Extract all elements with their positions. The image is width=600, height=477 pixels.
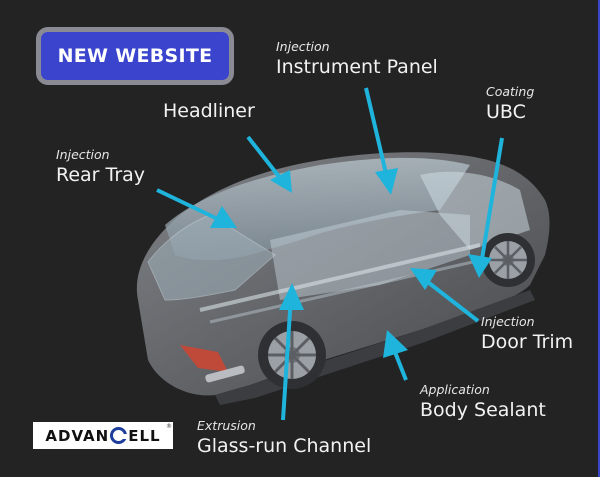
new-website-label: NEW WEBSITE (57, 45, 213, 67)
label-rear-tray: Injection Rear Tray (56, 147, 145, 187)
process-text: Injection (276, 39, 330, 54)
part-text: Body Sealant (420, 399, 546, 421)
label-ubc: Coating UBC (486, 84, 534, 124)
part-text: Glass-run Channel (197, 435, 372, 457)
part-text: UBC (486, 101, 526, 123)
logo-text-left: ADVAN (45, 426, 110, 445)
label-body-sealant: Application Body Sealant (420, 382, 546, 422)
car-body (136, 152, 550, 405)
registered-mark: ® (166, 423, 172, 430)
part-text: Instrument Panel (276, 56, 438, 78)
arrow-door-trim (410, 268, 480, 323)
part-text: Door Trim (481, 331, 574, 353)
process-text: Coating (486, 84, 535, 99)
callout-arrows (156, 87, 504, 421)
label-instrument-panel: Injection Instrument Panel (276, 39, 438, 79)
arrow-body-sealant (383, 330, 408, 381)
logo-c-icon (110, 426, 128, 444)
arrow-ubc (468, 137, 504, 278)
right-border (598, 0, 600, 477)
process-text: Injection (56, 147, 110, 162)
label-glass-run-channel: Extrusion Glass-run Channel (197, 418, 371, 458)
label-headliner: Headliner (163, 99, 255, 123)
arrow-rear-tray (156, 188, 237, 228)
new-website-button[interactable]: NEW WEBSITE (36, 27, 234, 85)
front-wheel (481, 233, 535, 287)
process-text: Application (420, 382, 490, 397)
arrow-headliner (246, 135, 292, 193)
arrow-glass-run-channel (279, 283, 304, 421)
advancell-logo[interactable]: ADVAN ELL ® (33, 422, 173, 449)
part-text: Rear Tray (56, 164, 146, 186)
logo-text: ADVAN ELL (45, 426, 161, 445)
logo-text-right: ELL (128, 426, 161, 445)
arrow-instrument-panel (364, 87, 398, 195)
part-text: Headliner (163, 100, 255, 122)
process-text: Extrusion (197, 418, 256, 433)
label-door-trim: Injection Door Trim (481, 314, 573, 354)
rear-wheel (258, 321, 326, 389)
process-text: Injection (481, 314, 535, 329)
